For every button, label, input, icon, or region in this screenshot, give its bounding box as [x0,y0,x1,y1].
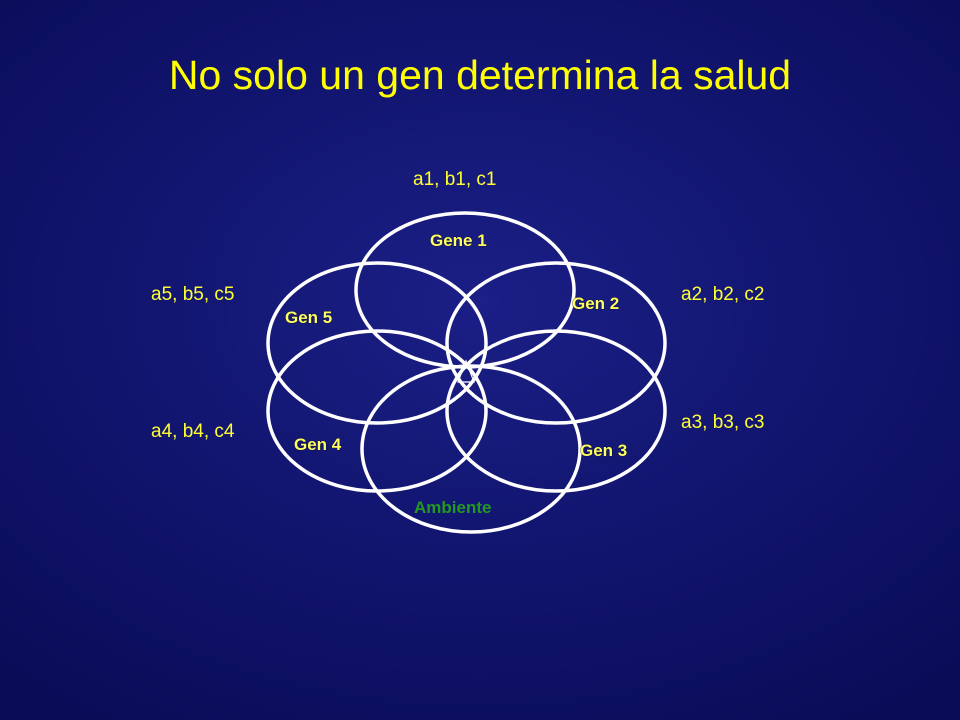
slide-title: No solo un gen determina la salud [168,52,792,98]
label-gene-5: Gen 5 [285,308,332,327]
label-gene-1: Gene 1 [430,231,487,250]
venn-circles [266,211,667,534]
label-gene-3: Gen 3 [580,441,627,460]
label-environment: Ambiente [414,498,491,517]
alleles-gene-2: a2, b2, c2 [681,284,765,305]
alleles-gene-1: a1, b1, c1 [413,169,497,190]
circle-gene-3 [445,329,667,493]
alleles-gene-3: a3, b3, c3 [681,412,765,433]
alleles-gene-4: a4, b4, c4 [151,421,235,442]
label-gene-4: Gen 4 [294,435,342,454]
label-gene-2: Gen 2 [572,294,619,313]
alleles-gene-5: a5, b5, c5 [151,284,235,305]
circle-environment [360,364,582,534]
circle-gene-5 [266,261,488,425]
center-triangle-marker [457,359,475,383]
circle-gene-2 [445,261,667,425]
circle-gene-4 [266,329,488,493]
